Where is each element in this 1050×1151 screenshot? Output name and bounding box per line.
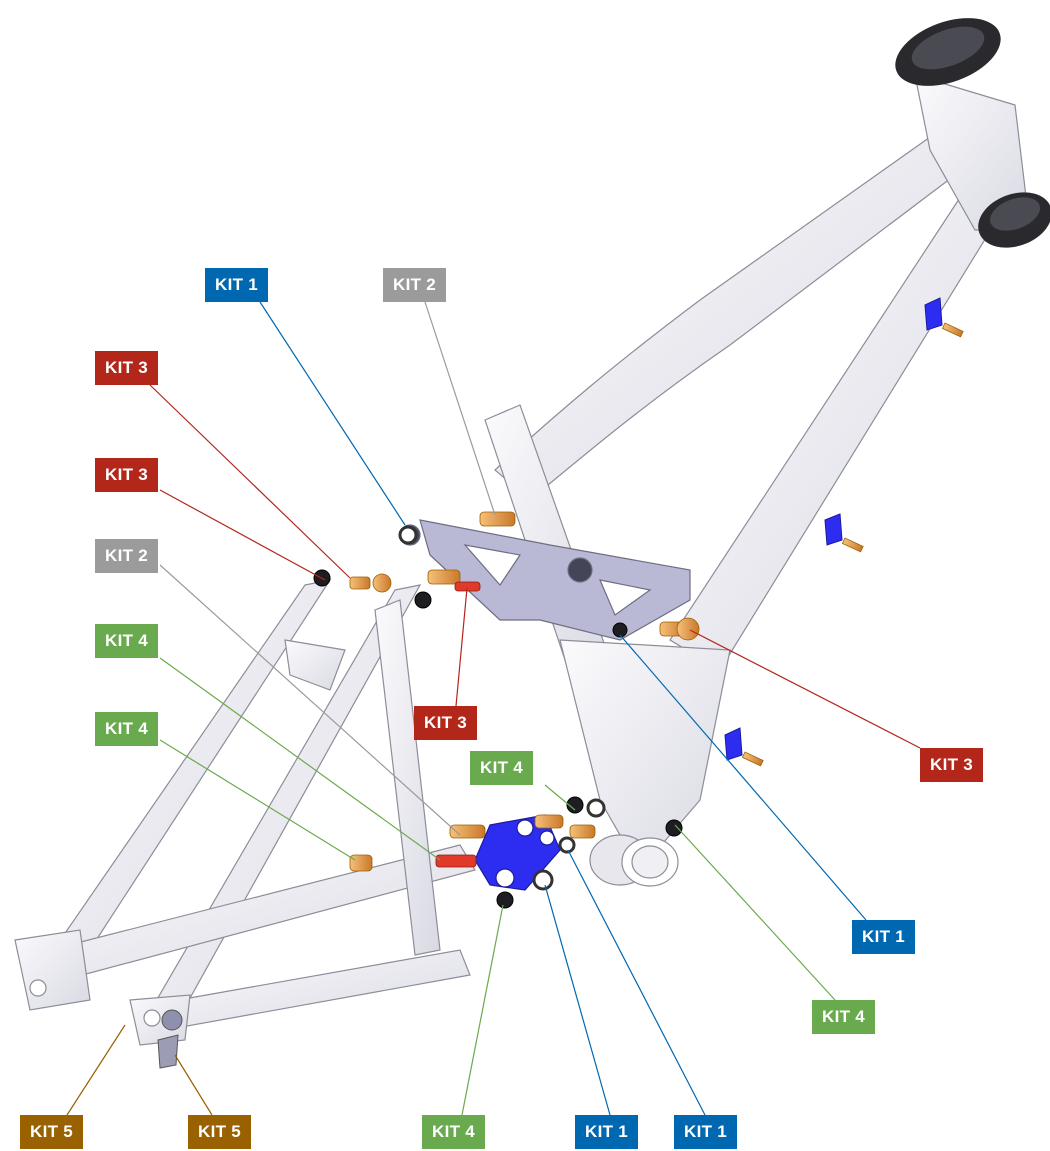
front-triangle [484, 74, 1031, 872]
kit-label-3b: KIT 3 [95, 458, 159, 492]
rear-triangle [14, 579, 476, 1046]
kit-label-1a: KIT 1 [205, 268, 269, 302]
leader-lines [66, 301, 921, 1116]
kit-label-3a: KIT 3 [95, 351, 159, 385]
bearings [313, 569, 683, 909]
kit-label-4a: KIT 4 [95, 624, 159, 658]
kit-label-4c: KIT 4 [470, 751, 534, 785]
kit-label-5b: KIT 5 [188, 1115, 252, 1149]
kit-label-4d: KIT 4 [812, 1000, 876, 1034]
dropout-left [14, 929, 91, 1011]
kit-label-2b: KIT 2 [95, 539, 159, 573]
kit-label-3c: KIT 3 [414, 706, 478, 740]
kit-label-2a: KIT 2 [383, 268, 447, 302]
kit-label-4b: KIT 4 [95, 712, 159, 746]
headset-cups [895, 18, 1050, 248]
bearing-rings [398, 525, 606, 891]
red-axles [435, 581, 481, 868]
kit-label-5a: KIT 5 [20, 1115, 84, 1149]
kit-label-1d: KIT 1 [674, 1115, 738, 1149]
bb-shell [589, 834, 679, 887]
kit-label-4e: KIT 4 [422, 1115, 486, 1149]
kit-label-1c: KIT 1 [575, 1115, 639, 1149]
rocker-link [399, 519, 691, 641]
kit-label-1b: KIT 1 [852, 920, 916, 954]
guide-bolts [741, 322, 964, 767]
kit-label-3d: KIT 3 [920, 748, 984, 782]
pivot-bolts [349, 511, 700, 872]
derailleur-hanger [157, 1009, 183, 1069]
cable-guides [724, 297, 943, 761]
